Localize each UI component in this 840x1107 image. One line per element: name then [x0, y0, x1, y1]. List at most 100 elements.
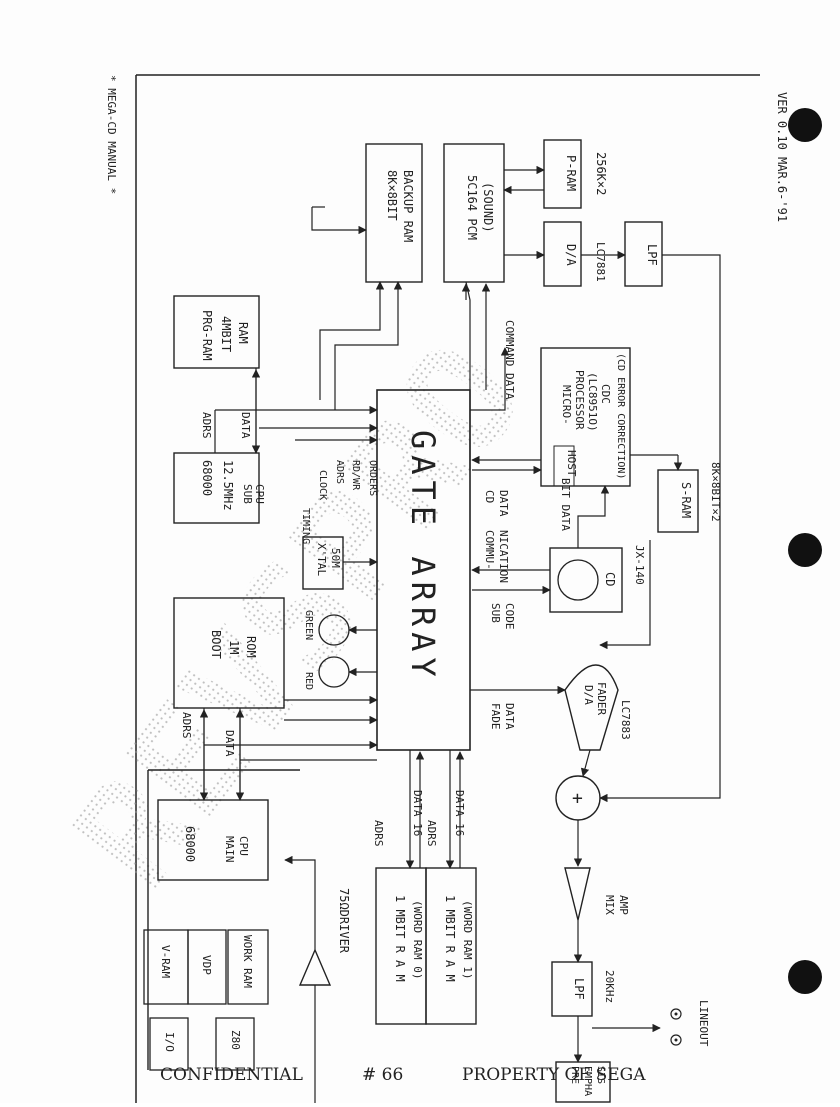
- vdp-label: VDP: [200, 955, 213, 975]
- work-ram-box: [227, 929, 269, 1005]
- s-ram-size: 8K×8BIT×2: [709, 462, 722, 522]
- lc7883-label: LC7883: [619, 700, 632, 740]
- prg-ram-label-1: PRG-RAM: [200, 310, 214, 361]
- lpf-top-label: LPF: [645, 244, 659, 266]
- z80-box: [215, 1017, 255, 1071]
- word-ram0-label-1: 1 MBIT R A M: [393, 895, 407, 982]
- main-cpu-box: [157, 799, 269, 881]
- prg-ram-box: [173, 295, 260, 369]
- pcm-label-2: (SOUND): [481, 182, 495, 233]
- lpf-bottom-box: [551, 961, 593, 1017]
- sub-cpu-box: [173, 452, 260, 524]
- backup-ram-label-2: BACKUP RAM: [401, 170, 415, 242]
- sum-node-plus: +: [572, 788, 583, 809]
- cd-label: CD: [603, 572, 617, 586]
- z80-label: Z80: [229, 1030, 242, 1050]
- cd-comm-label-1: COMMU-: [483, 530, 496, 570]
- xtal-label-1: X'TAL: [315, 543, 328, 576]
- cd-drive-box: [549, 547, 623, 613]
- lineout-label: LINEOUT: [697, 1000, 710, 1047]
- adrs-word-label: ADRS: [372, 820, 385, 847]
- sub-cpu-label-3: SUB: [241, 484, 254, 504]
- bit-data-label: BIT DATA: [559, 478, 572, 531]
- da-fader-shape: [564, 664, 619, 751]
- micro-label-2: PROCESSOR: [573, 370, 586, 430]
- lpf-bottom-label: LPF: [572, 978, 586, 1000]
- pre-emphasis-label-3: SIS: [595, 1066, 606, 1084]
- prg-ram-label-3: RAM: [236, 322, 250, 344]
- adrs-main-label: ADRS: [180, 712, 193, 739]
- micro-label-1: MICRO-: [560, 385, 573, 425]
- video-driver-triangle: [298, 948, 332, 986]
- micro-label-3: (LC8951O): [586, 372, 599, 432]
- lineout-jack-2-dot: [674, 1038, 678, 1042]
- xtal-label-2: 50M: [329, 548, 342, 568]
- host-label: HOST: [565, 450, 578, 477]
- data-main-label: DATA: [223, 730, 236, 757]
- mix-amp-label-2: AMP: [617, 895, 630, 915]
- connection-lines: [199, 165, 721, 1103]
- vdp-box: [187, 929, 227, 1005]
- ctrl-col-3: ADRS: [334, 460, 345, 484]
- sub-code-label-2: CODE: [503, 603, 516, 630]
- green-label: GREEN: [303, 610, 314, 640]
- cd-comm-label-3: CD: [483, 490, 496, 503]
- ctrl-col-4: RD/WR: [350, 460, 361, 491]
- lpf-bottom-freq: 20KHz: [603, 970, 616, 1003]
- control-signal-columns: TIMING CLOCK ADRS RD/WR ORDERS: [300, 460, 378, 544]
- sub-cpu-label-2: 12.5MHz: [221, 460, 235, 511]
- io-box: [149, 1017, 189, 1071]
- ctrl-col-1: TIMING: [300, 508, 311, 544]
- manual-title: * MEGA-CD MANUAL *: [105, 75, 118, 194]
- microprocessor-box: [540, 347, 631, 487]
- version-label: VER 0.10 MAR.6-'91: [775, 92, 789, 222]
- pcm-box: [443, 143, 505, 283]
- word-ram1-label-1: 1 MBIT R A M: [443, 895, 457, 982]
- footer-property: PROPERTY OF SEGA: [462, 1065, 646, 1085]
- word-ram1-label-2: (WORD RAM 1): [461, 900, 474, 979]
- footer-page-number: # 66: [362, 1065, 404, 1085]
- fade-data-label-1: FADE: [489, 703, 502, 730]
- vram-label: V-RAM: [159, 945, 172, 978]
- cd-disc-icon: [557, 559, 599, 601]
- mix-amp-triangle: [564, 867, 591, 921]
- data16b-word-label: DATA 16: [453, 790, 466, 836]
- sub-cpu-label-1: 68000: [200, 460, 214, 496]
- punch-hole-bottom: [788, 960, 822, 994]
- red-label: RED: [303, 672, 314, 690]
- da-fader-label-2: FADER: [595, 682, 608, 715]
- lc7881-label: LC7881: [594, 242, 607, 282]
- boot-rom-label-3: ROM: [244, 636, 258, 658]
- data16-word-label: DATA 16: [411, 790, 424, 836]
- data-sub-label: DATA: [239, 412, 252, 439]
- micro-label-5: (CD ERROR CORRECTION): [615, 353, 626, 479]
- boot-rom-label-2: 1M: [227, 640, 241, 654]
- footer-confidential: CONFIDENTIAL: [160, 1065, 303, 1085]
- cd-comm-label-4: DATA: [497, 490, 510, 517]
- pre-emphasis-label-2: EMPHA: [582, 1066, 593, 1096]
- adrs-sub-label: ADRS: [200, 412, 213, 439]
- s-ram-label: S-RAM: [679, 482, 693, 518]
- watermark-text: REVSPRO: [40, 312, 559, 922]
- mix-amp-label-1: MIX: [603, 895, 616, 915]
- boot-rom-label-1: BOOT: [209, 630, 223, 659]
- fade-data-label-2: DATA: [503, 703, 516, 730]
- jx140-label: JX-140: [633, 545, 646, 585]
- prg-ram-label-2: 4MBIT: [219, 316, 233, 352]
- host-port-box: [553, 445, 575, 487]
- word-ram0-label-2: (WORD RAM 0): [411, 900, 424, 979]
- main-cpu-label-2: MAIN: [223, 836, 236, 863]
- main-cpu-label-3: CPU: [237, 836, 250, 856]
- boot-rom-box: [173, 597, 285, 709]
- driver-label: 75ΩDRIVER: [337, 888, 351, 954]
- xtal-box: [302, 536, 344, 590]
- pre-emphasis-label-1: PRE: [569, 1066, 580, 1084]
- p-ram-size: 256K×2: [594, 152, 608, 195]
- sub-code-label-1: SUB: [489, 603, 502, 623]
- sub-cpu-label-4: CPU: [253, 484, 266, 504]
- adrs-word-label-2: ADRS: [425, 820, 438, 847]
- command-data-label: COMMAND DATA: [503, 320, 516, 400]
- ctrl-col-5: ORDERS: [367, 460, 378, 496]
